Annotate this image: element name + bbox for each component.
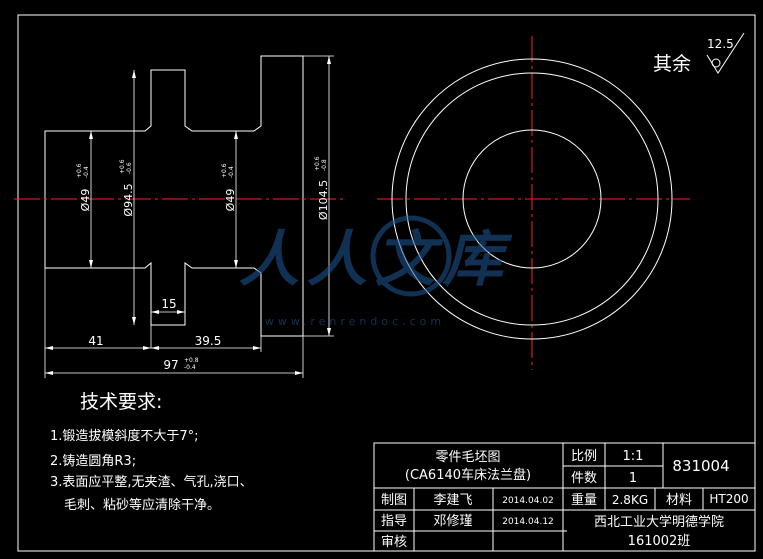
dim-len-total-tol-down: -0.4: [184, 364, 196, 371]
class-name: 161002班: [628, 534, 691, 549]
guide-date: 2014.04.12: [502, 517, 554, 527]
guide-by: 邓修瑾: [433, 514, 472, 529]
tech-item-3: 3.表面应平整,无夹渣、气孔,浇口、: [50, 474, 253, 490]
title-block-text: 零件毛坯图 (CA6140车床法兰盘) 比例 1:1 件数 1 831004 制…: [381, 449, 749, 550]
dim-d-left-tol-up: +0.6: [76, 163, 83, 178]
dim-d-right-tol-up: +0.6: [314, 156, 321, 171]
qty-label: 件数: [571, 471, 597, 486]
watermark-logo-ring: [370, 215, 452, 297]
middle-circle: [405, 72, 659, 326]
centerlines: [14, 36, 690, 370]
review-label: 审核: [381, 535, 407, 550]
drawn-date: 2014.04.02: [502, 496, 554, 506]
side-view: [391, 58, 673, 340]
dim-len-total: 97: [163, 358, 178, 372]
tech-title: 技术要求:: [80, 391, 162, 413]
dim-d-center: Ø94.5: [122, 183, 135, 216]
roughness-value: 12.5: [707, 37, 734, 51]
weight-value: 2.8KG: [612, 493, 648, 507]
drawn-label: 制图: [381, 493, 407, 508]
material-label: 材料: [666, 493, 692, 508]
tech-item-4: 毛刺、粘砂等应清除干净。: [64, 497, 220, 513]
dim-d-mid: Ø49: [224, 189, 237, 212]
part-name-2: (CA6140车床法兰盘): [405, 467, 531, 483]
dim-len-left: 41: [88, 334, 103, 348]
tech-requirements: 技术要求: 1.锻造拔模斜度不大于7°; 2.铸造圆角R3; 3.表面应平整,无…: [50, 391, 253, 513]
weight-label: 重量: [571, 492, 597, 508]
drawn-by: 李建飞: [433, 493, 472, 508]
dimension-arrows: [45, 56, 331, 375]
dim-len-flange: 15: [161, 297, 176, 311]
dim-len-total-tol-up: +0.8: [184, 357, 199, 364]
tech-item-1: 1.锻造拔模斜度不大于7°;: [50, 428, 199, 444]
scale-value: 1:1: [623, 449, 644, 464]
dim-len-mid: 39.5: [195, 334, 222, 348]
dim-d-mid-tol-up: +0.6: [221, 163, 228, 178]
watermark-text: 人人文库: [239, 225, 513, 295]
qty-value: 1: [629, 471, 637, 486]
dim-d-left: Ø49: [79, 189, 92, 212]
roughness-symbol: [706, 32, 745, 74]
school-name: 西北工业大学明德学院: [594, 514, 724, 530]
watermark: 人人文库 www.renrendoc.com: [239, 215, 513, 328]
dim-d-left-tol-down: -0.4: [83, 166, 90, 178]
dim-d-center-tol-up: +0.6: [119, 159, 126, 174]
inner-circle: [462, 129, 602, 269]
part-name-1: 零件毛坯图: [435, 450, 500, 465]
title-block: [373, 442, 756, 552]
surface-finish: 其余 12.5: [653, 32, 745, 75]
dim-d-center-tol-down: -0.6: [126, 162, 133, 174]
guide-label: 指导: [381, 514, 407, 529]
dim-d-mid-tol-down: -0.4: [228, 166, 235, 178]
surface-finish-label: 其余: [653, 53, 691, 75]
tech-item-2: 2.铸造圆角R3;: [50, 453, 136, 469]
scale-label: 比例: [571, 449, 597, 464]
drawing-number: 831004: [672, 457, 729, 475]
dimension-lines: [44, 55, 334, 378]
material-value: HT200: [709, 492, 748, 506]
outer-circle: [391, 58, 673, 340]
dim-d-right-tol-down: -0.8: [321, 159, 328, 171]
dim-d-right: Ø104.5: [317, 180, 330, 220]
watermark-url: www.renrendoc.com: [265, 315, 445, 328]
